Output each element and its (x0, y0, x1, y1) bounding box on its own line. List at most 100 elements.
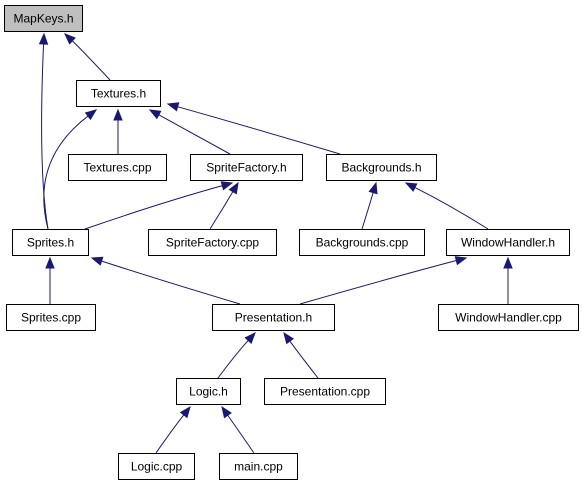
node-box[interactable] (326, 154, 437, 181)
node-sprites-cpp[interactable]: Sprites.cpp (6, 304, 96, 331)
arrowhead-icon (228, 181, 239, 195)
arrowhead-icon (404, 182, 418, 192)
node-main-cpp[interactable]: main.cpp (219, 453, 298, 480)
node-textures-cpp[interactable]: Textures.cpp (68, 154, 167, 181)
edge-spritefactory-h-to-textures-h (148, 109, 231, 155)
arrowhead-icon (166, 102, 180, 112)
edge-line (209, 190, 234, 230)
arrowhead-icon (220, 181, 234, 191)
node-box[interactable] (76, 80, 161, 107)
node-label: main.cpp (234, 460, 283, 474)
node-windowhandler-cpp[interactable]: WindowHandler.cpp (438, 304, 579, 331)
node-label: SpriteFactory.h (206, 161, 286, 175)
node-label: Backgrounds.cpp (316, 236, 409, 250)
edge-main-cpp-to-logic-h (221, 405, 255, 454)
edge-line (217, 339, 250, 379)
edge-sprites-h-to-textures-h (43, 109, 98, 230)
node-box[interactable] (212, 304, 335, 331)
node-box[interactable] (12, 229, 89, 256)
edge-presentation-h-to-sprites-h (90, 256, 241, 305)
node-label: Presentation.h (235, 311, 312, 325)
edge-sprites-cpp-to-sprites-h (45, 256, 55, 304)
node-box[interactable] (190, 154, 303, 181)
node-box[interactable] (299, 229, 425, 256)
edge-windowhandler-h-to-backgrounds-h (404, 182, 489, 230)
node-box[interactable] (264, 378, 386, 405)
edge-backgrounds-cpp-to-backgrounds-h (361, 181, 378, 230)
node-label: WindowHandler.cpp (455, 311, 562, 325)
node-backgrounds-cpp[interactable]: Backgrounds.cpp (299, 229, 425, 256)
edge-line (361, 191, 374, 230)
node-backgrounds-h[interactable]: Backgrounds.h (326, 154, 437, 181)
edge-line (157, 113, 231, 155)
arrowhead-icon (368, 181, 378, 195)
edge-textures-cpp-to-textures-h (113, 108, 123, 154)
edge-line (100, 260, 241, 305)
node-label: MapKeys.h (13, 12, 73, 26)
edges-layer (38, 32, 513, 454)
node-mapkeys-h[interactable]: MapKeys.h (4, 5, 83, 32)
edge-textures-h-to-mapkeys-h (64, 33, 111, 81)
arrowhead-icon (113, 108, 123, 121)
arrowhead-icon (454, 256, 468, 266)
node-box[interactable] (176, 378, 241, 405)
arrowhead-icon (179, 405, 191, 419)
edge-backgrounds-h-to-textures-h (166, 102, 341, 155)
edge-line (71, 39, 111, 81)
edge-logic-cpp-to-logic-h (155, 405, 191, 454)
edge-line (43, 115, 90, 230)
node-box[interactable] (148, 229, 277, 256)
node-box[interactable] (446, 229, 570, 256)
node-label: SpriteFactory.cpp (166, 236, 259, 250)
node-box[interactable] (118, 453, 195, 480)
arrowhead-icon (503, 256, 513, 269)
edge-windowhandler-cpp-to-windowhandler-h (503, 256, 513, 304)
node-label: Textures.h (91, 87, 146, 101)
node-spritefactory-h[interactable]: SpriteFactory.h (190, 154, 303, 181)
node-presentation-h[interactable]: Presentation.h (212, 304, 335, 331)
edge-sprites-h-to-mapkeys-h (38, 32, 49, 230)
node-windowhandler-h[interactable]: WindowHandler.h (446, 229, 570, 256)
arrowhead-icon (64, 33, 76, 45)
edge-line (176, 105, 341, 155)
node-label: Sprites.h (27, 236, 74, 250)
arrowhead-icon (38, 32, 49, 45)
edge-line (299, 259, 458, 305)
arrowhead-icon (283, 331, 295, 345)
arrowhead-icon (45, 256, 55, 269)
node-logic-cpp[interactable]: Logic.cpp (118, 453, 195, 480)
edge-sprites-h-to-spritefactory-h (84, 181, 234, 230)
edge-line (226, 414, 255, 454)
edge-line (288, 339, 319, 379)
node-label: Backgrounds.h (341, 161, 421, 175)
arrowhead-icon (90, 256, 104, 266)
edge-line (155, 413, 185, 454)
node-logic-h[interactable]: Logic.h (176, 378, 241, 405)
edge-presentation-cpp-to-presentation-h (283, 331, 319, 379)
edge-line (413, 186, 489, 230)
node-box[interactable] (6, 304, 96, 331)
arrowhead-icon (221, 405, 232, 419)
node-label: Presentation.cpp (280, 385, 370, 399)
node-label: WindowHandler.h (461, 236, 555, 250)
node-textures-h[interactable]: Textures.h (76, 80, 161, 107)
edge-spritefactory-cpp-to-spritefactory-h (209, 181, 239, 230)
node-label: Textures.cpp (83, 161, 151, 175)
edge-line (41, 42, 49, 230)
arrowhead-icon (84, 109, 98, 121)
arrowhead-icon (148, 109, 162, 120)
node-label: Sprites.cpp (21, 311, 81, 325)
node-box[interactable] (68, 154, 167, 181)
edge-line (84, 184, 224, 230)
node-box[interactable] (219, 453, 298, 480)
node-spritefactory-cpp[interactable]: SpriteFactory.cpp (148, 229, 277, 256)
edge-logic-h-to-presentation-h (217, 332, 256, 379)
node-presentation-cpp[interactable]: Presentation.cpp (264, 378, 386, 405)
node-box[interactable] (438, 304, 579, 331)
node-label: Logic.cpp (131, 460, 183, 474)
node-box[interactable] (4, 5, 83, 32)
arrowhead-icon (244, 332, 256, 344)
node-sprites-h[interactable]: Sprites.h (12, 229, 89, 256)
